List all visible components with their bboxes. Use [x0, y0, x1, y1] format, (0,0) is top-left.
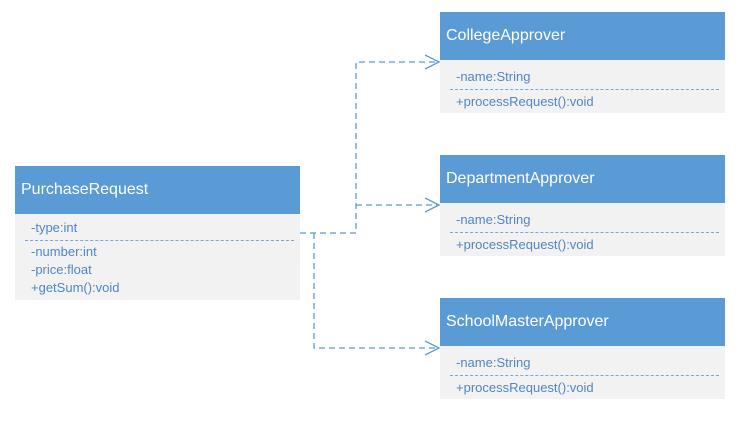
dependency-to-college-approver [300, 61, 437, 234]
member-divider [450, 375, 719, 376]
method-process-request: +processRequest():void [456, 94, 594, 109]
method-process-request: +processRequest():void [456, 237, 594, 252]
attribute-price: -price:float [31, 262, 92, 277]
member-divider [450, 89, 719, 90]
attribute-name: -name:String [456, 355, 531, 370]
class-name: SchoolMasterApprover [440, 298, 725, 346]
arrowhead-school-master [424, 340, 441, 356]
school-master-approver-class[interactable]: SchoolMasterApprover -name:String +proce… [440, 298, 725, 399]
attribute-name: -name:String [456, 212, 531, 227]
arrowhead-college [424, 54, 441, 70]
class-name: DepartmentApprover [440, 155, 725, 203]
member-divider [25, 240, 294, 241]
method-process-request: +processRequest():void [456, 380, 594, 395]
class-name: PurchaseRequest [15, 166, 300, 214]
attribute-name: -name:String [456, 69, 531, 84]
college-approver-class[interactable]: CollegeApprover -name:String +processReq… [440, 12, 725, 113]
arrowhead-department [424, 197, 441, 213]
attribute-number: -number:int [31, 244, 97, 259]
dependency-to-school-master-approver [313, 233, 437, 349]
purchase-request-class[interactable]: PurchaseRequest -type:int -number:int -p… [15, 166, 300, 300]
attribute-type: -type:int [31, 220, 78, 235]
department-approver-class[interactable]: DepartmentApprover -name:String +process… [440, 155, 725, 256]
class-name: CollegeApprover [440, 12, 725, 60]
method-get-sum: +getSum():void [31, 280, 120, 295]
member-divider [450, 232, 719, 233]
